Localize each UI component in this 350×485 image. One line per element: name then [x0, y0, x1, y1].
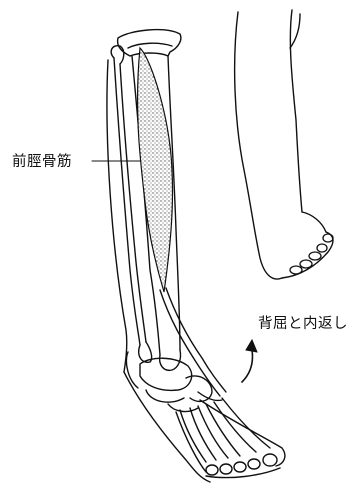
muscle-label: 前脛骨筋 — [12, 150, 72, 171]
motion-arrow-icon — [242, 340, 257, 382]
metatarsals — [176, 398, 285, 472]
tibialis-anterior-muscle — [138, 48, 173, 292]
tarsal-bones — [126, 352, 222, 411]
toes — [206, 454, 280, 478]
motion-label: 背屈と内返し — [258, 312, 348, 333]
foot-outline — [235, 10, 333, 279]
tendon — [160, 288, 226, 396]
